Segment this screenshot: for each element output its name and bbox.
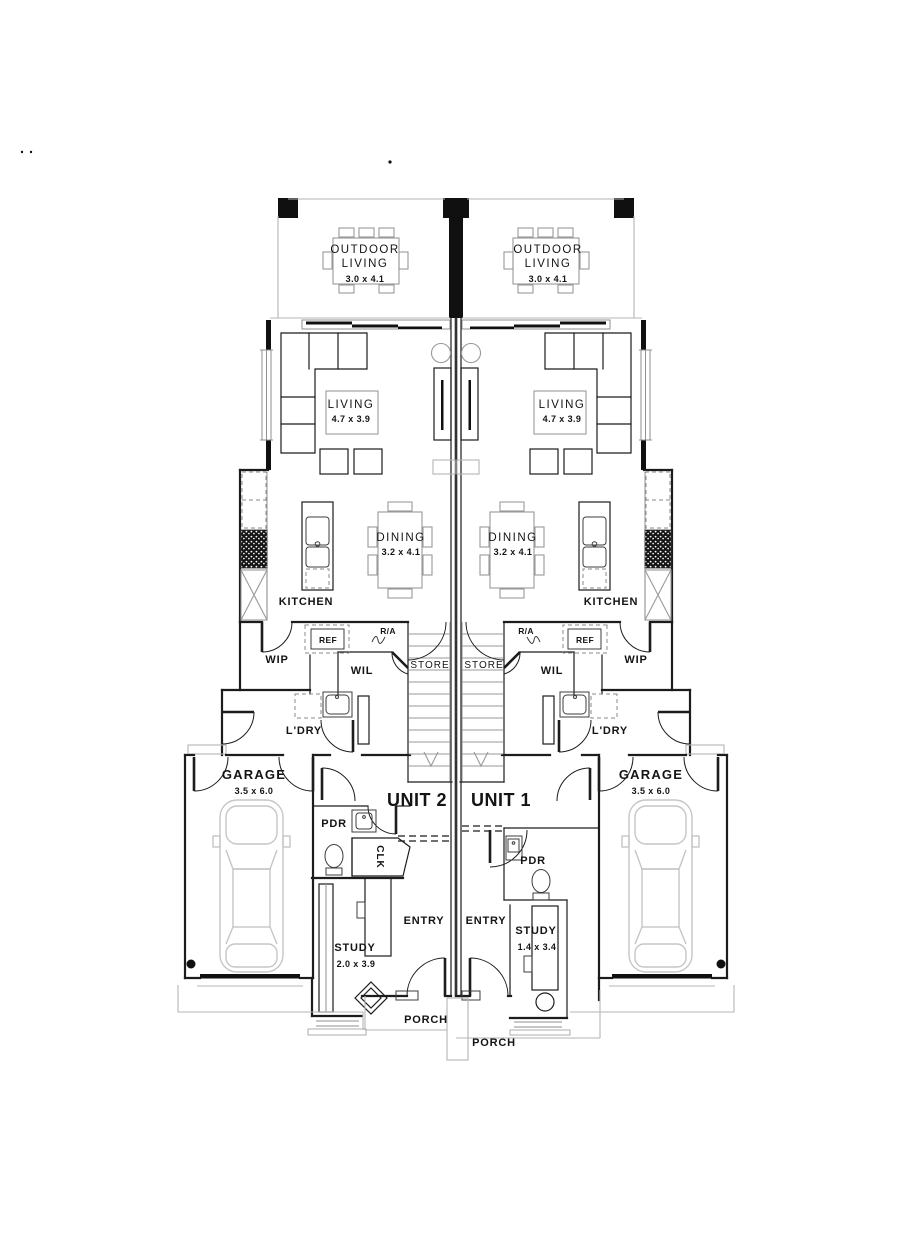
unit2-title: UNIT 2 bbox=[387, 790, 447, 810]
garage-panel-door bbox=[200, 974, 300, 979]
porch-pier bbox=[446, 997, 469, 1061]
dining-label: DINING bbox=[488, 532, 537, 544]
garage-dim: 3.5 x 6.0 bbox=[632, 786, 671, 796]
unit2-entry-zone bbox=[177, 805, 453, 1036]
tall-cabinet-icon bbox=[357, 695, 370, 745]
sliding-door bbox=[301, 319, 451, 330]
linen-label: WIL bbox=[541, 665, 564, 677]
study-label: STUDY bbox=[515, 925, 556, 937]
toilet-icon bbox=[324, 844, 344, 876]
dining-label: DINING bbox=[376, 532, 425, 544]
laundry-label: L'DRY bbox=[286, 725, 322, 737]
entry-step bbox=[461, 990, 481, 1001]
fridge-space-icon bbox=[304, 624, 350, 654]
toilet-icon bbox=[531, 869, 551, 901]
laundry-label: L'DRY bbox=[592, 725, 628, 737]
sofa-icon bbox=[280, 332, 368, 454]
meter-icon bbox=[186, 959, 196, 969]
rug-icon bbox=[354, 981, 388, 1015]
coffee-table-icon bbox=[325, 390, 379, 435]
outdoor-living-dim: 3.0 x 4.1 bbox=[529, 274, 568, 284]
study-dim: 1.4 x 3.4 bbox=[518, 942, 557, 952]
garage-label: GARAGE bbox=[222, 767, 286, 782]
entry-label: ENTRY bbox=[466, 915, 507, 927]
return-air-label: R/A bbox=[518, 626, 534, 636]
unit-structural-geometry bbox=[183, 198, 456, 997]
vanity-basin-icon bbox=[351, 809, 377, 833]
kitchen-label: KITCHEN bbox=[279, 596, 334, 608]
print-artifact-dots bbox=[20, 150, 392, 164]
study-label: STUDY bbox=[334, 942, 375, 954]
side-table-icon bbox=[430, 342, 452, 364]
entry-step bbox=[395, 990, 419, 1001]
outdoor-living-label: OUTDOOR bbox=[513, 244, 582, 256]
outdoor-table-icon bbox=[322, 227, 409, 294]
unit1-labels: OUTDOOR LIVING 3.0 x 4.1 LIVING 4.7 x 3.… bbox=[464, 244, 683, 1049]
laundry-tub-icon bbox=[322, 691, 353, 718]
entry-label: ENTRY bbox=[404, 915, 445, 927]
unit1-entry-zone bbox=[454, 825, 735, 1039]
garage-structure bbox=[183, 744, 412, 987]
store-label: STORE bbox=[464, 660, 503, 671]
tv-unit-icon bbox=[433, 367, 452, 441]
desk-chair-icon bbox=[523, 955, 533, 973]
powder-label: PDR bbox=[321, 818, 347, 830]
living-dim: 4.7 x 3.9 bbox=[543, 414, 582, 424]
dining-dim: 3.2 x 4.1 bbox=[382, 547, 421, 557]
corner-cabinet-icon bbox=[240, 569, 268, 621]
post-column bbox=[278, 198, 298, 218]
island-bench-icon bbox=[301, 501, 334, 591]
study-dim: 2.0 x 3.9 bbox=[337, 959, 376, 969]
unit1-title: UNIT 1 bbox=[471, 790, 531, 810]
pantry-label: WIP bbox=[624, 654, 647, 666]
living-dim: 4.7 x 3.9 bbox=[332, 414, 371, 424]
study-bay-window bbox=[307, 1014, 367, 1036]
pantry-label: WIP bbox=[265, 654, 288, 666]
kitchen-label: KITCHEN bbox=[584, 596, 639, 608]
car-icon bbox=[212, 799, 291, 973]
return-air-icon bbox=[371, 636, 386, 644]
cloak-label: CLK bbox=[374, 845, 385, 869]
outdoor-living-label2: LIVING bbox=[525, 258, 572, 270]
fridge-label: REF bbox=[319, 635, 337, 645]
return-air-label: R/A bbox=[380, 626, 396, 636]
living-label: LIVING bbox=[539, 399, 586, 411]
dining-table-icon bbox=[367, 501, 433, 599]
garage-label: GARAGE bbox=[619, 767, 683, 782]
porch-label: PORCH bbox=[404, 1014, 448, 1026]
fridge-label: REF bbox=[576, 635, 594, 645]
porch-label: PORCH bbox=[472, 1037, 516, 1049]
powder-label: PDR bbox=[520, 855, 546, 867]
living-window bbox=[260, 349, 273, 441]
linen-label: WIL bbox=[351, 665, 374, 677]
unit2-labels: OUTDOOR LIVING 3.0 x 4.1 LIVING 4.7 x 3.… bbox=[222, 244, 449, 1026]
desk-icon bbox=[531, 905, 559, 991]
outdoor-living-label2: LIVING bbox=[342, 258, 389, 270]
desk-chair-icon bbox=[356, 901, 366, 919]
living-label: LIVING bbox=[328, 399, 375, 411]
cloak-closet bbox=[351, 837, 411, 877]
staircase bbox=[407, 621, 453, 783]
bookshelf-icon bbox=[318, 883, 334, 1013]
dining-dim: 3.2 x 4.1 bbox=[494, 547, 533, 557]
pantry-cabinet-icon bbox=[240, 529, 268, 569]
garage-dim: 3.5 x 6.0 bbox=[235, 786, 274, 796]
vanity-basin-icon bbox=[505, 835, 523, 861]
outdoor-living-label: OUTDOOR bbox=[330, 244, 399, 256]
outdoor-living-dim: 3.0 x 4.1 bbox=[346, 274, 385, 284]
stool-icon bbox=[535, 992, 555, 1012]
study-window bbox=[508, 1016, 571, 1036]
washer-space-icon bbox=[294, 693, 322, 719]
store-label: STORE bbox=[410, 660, 449, 671]
